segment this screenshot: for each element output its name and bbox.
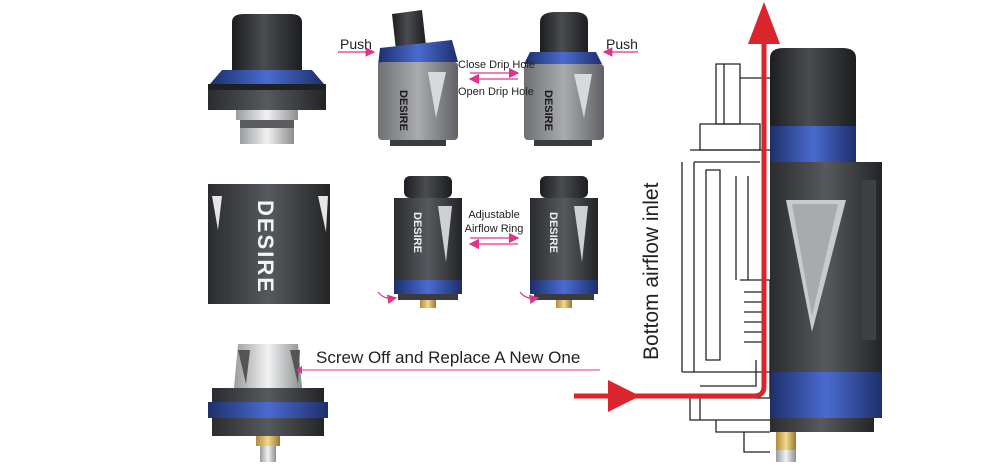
cutaway-tank <box>681 48 882 462</box>
drip-cap-closed: DESIRE <box>524 12 604 146</box>
open-drip-hole-label: Open Drip Hole <box>458 86 534 98</box>
tank-sleeve: DESIRE <box>208 184 330 304</box>
drip-cap-open: DESIRE <box>378 10 458 146</box>
airflow-path-arrow <box>574 2 780 412</box>
adjustable-label: Adjustable <box>468 209 520 221</box>
airflow-tank-right: DESIRE <box>519 176 598 308</box>
brand-mark-text: DESIRE <box>397 90 409 131</box>
coil-base <box>208 344 328 462</box>
bottom-airflow-inlet-label: Bottom airflow inlet <box>640 182 663 360</box>
push-label-right: Push <box>606 36 638 52</box>
top-cap-assembly <box>208 14 326 144</box>
push-label-left: Push <box>340 36 372 52</box>
screw-off-label: Screw Off and Replace A New One <box>316 348 581 367</box>
brand-mark-text: DESIRE <box>253 200 278 294</box>
airflow-tank-left: DESIRE <box>377 176 462 308</box>
airflow-ring-label: Airflow Ring <box>464 223 524 235</box>
close-drip-hole-label: Close Drip Hole <box>458 59 536 71</box>
brand-mark-text: DESIRE <box>542 90 554 131</box>
brand-mark-text: DESIRE <box>547 212 559 253</box>
brand-mark-text: DESIRE <box>411 212 423 253</box>
